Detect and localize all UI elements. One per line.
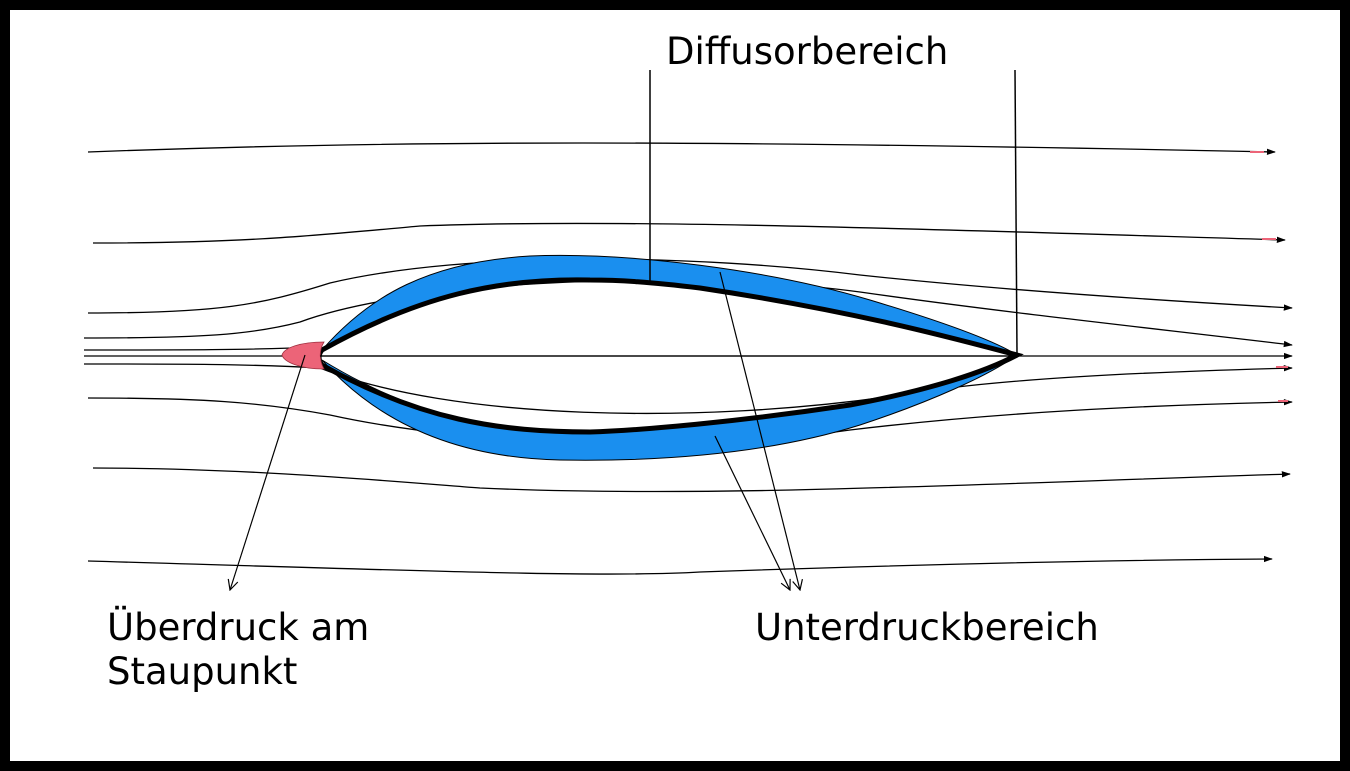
diffusor-leader-right <box>1014 69 1018 354</box>
streamline <box>87 555 1273 575</box>
streamline <box>83 279 1293 348</box>
overpressure-label: Überdruck am Staupunkt <box>107 606 369 695</box>
arrow-tip-accents <box>1250 151 1288 402</box>
airfoil-flow-diagram <box>83 69 1293 761</box>
streamlines <box>83 142 1293 575</box>
overpressure-label-line1: Überdruck am <box>107 606 370 649</box>
streamline <box>83 363 1293 415</box>
underpressure-label: Unterdruckbereich <box>755 606 1099 649</box>
low-pressure-region-lower <box>321 354 1018 461</box>
streamline <box>83 344 321 351</box>
underpressure-leader-arrow-upper <box>719 271 800 590</box>
diffusor-label: Diffusorbereich <box>666 30 949 73</box>
streamline <box>92 222 1286 244</box>
overpressure-label-line2: Staupunkt <box>107 650 298 694</box>
high-pressure-region <box>281 341 325 370</box>
streamline <box>92 467 1291 493</box>
overpressure-leader-arrow <box>230 354 306 590</box>
diagram-canvas: Diffusorbereich Überdruck am Staupunkt U… <box>10 10 1340 761</box>
underpressure-leader-arrow-lower <box>714 435 790 590</box>
streamline <box>87 142 1276 156</box>
